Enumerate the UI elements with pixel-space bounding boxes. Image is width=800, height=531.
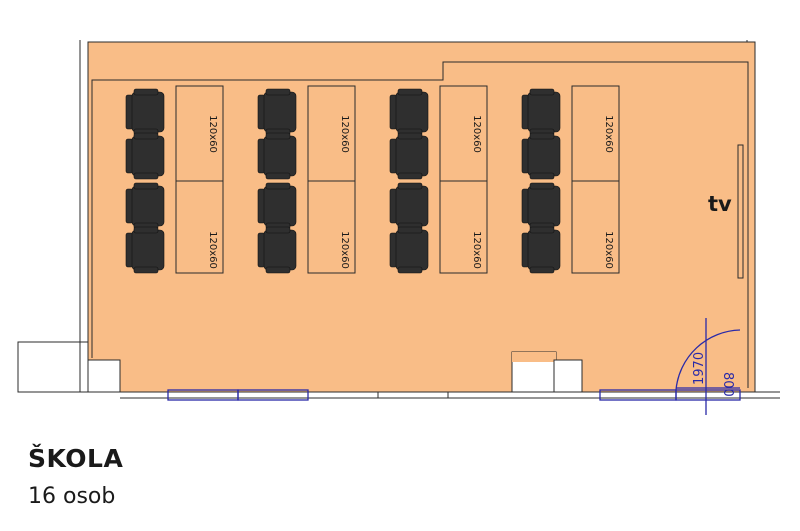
table-group-2: 120x60 120x60: [307, 85, 356, 274]
layout-name: ŠKOLA: [28, 444, 124, 473]
chair: [389, 182, 429, 230]
pillar: [553, 359, 583, 393]
floor-plan: tv 1970 800 120x60 120x60 120x60 120x60 …: [17, 40, 780, 415]
desk-label: 120x60: [471, 115, 482, 153]
desk: [175, 180, 224, 274]
chair: [521, 226, 561, 274]
windows: [167, 389, 741, 401]
inner-wall-outline: [91, 61, 749, 388]
door: [675, 318, 741, 415]
chair: [521, 182, 561, 230]
chairs: [125, 88, 561, 274]
chair: [389, 226, 429, 274]
chair: [521, 132, 561, 180]
desk: [439, 180, 488, 274]
table-group-3: 120x60 120x60: [439, 85, 488, 274]
chair: [125, 226, 165, 274]
door-width-label: 800: [720, 372, 735, 397]
chair: [257, 226, 297, 274]
desk: [571, 180, 620, 274]
desk-label: 120x60: [207, 115, 218, 153]
desk-label: 120x60: [339, 231, 350, 269]
table-group-4: 120x60 120x60: [571, 85, 620, 274]
chair: [257, 182, 297, 230]
tv-screen: [737, 144, 744, 279]
desk-label: 120x60: [471, 231, 482, 269]
wall-niche-upper: [512, 352, 556, 362]
table-group-1: 120x60 120x60: [175, 85, 224, 274]
door-height-label: 1970: [692, 352, 707, 385]
desk-label: 120x60: [339, 115, 350, 153]
tv-label: tv: [708, 192, 732, 216]
desk-label: 120x60: [603, 231, 614, 269]
chair: [389, 88, 429, 136]
desk: [307, 180, 356, 274]
desk-label: 120x60: [603, 115, 614, 153]
chair: [125, 182, 165, 230]
chair: [257, 88, 297, 136]
chair: [257, 132, 297, 180]
capacity-label: 16 osob: [28, 484, 116, 509]
desk-label: 120x60: [207, 231, 218, 269]
chair: [521, 88, 561, 136]
chair: [125, 132, 165, 180]
chair: [125, 88, 165, 136]
chair: [389, 132, 429, 180]
window-wall-segments: [237, 392, 677, 398]
